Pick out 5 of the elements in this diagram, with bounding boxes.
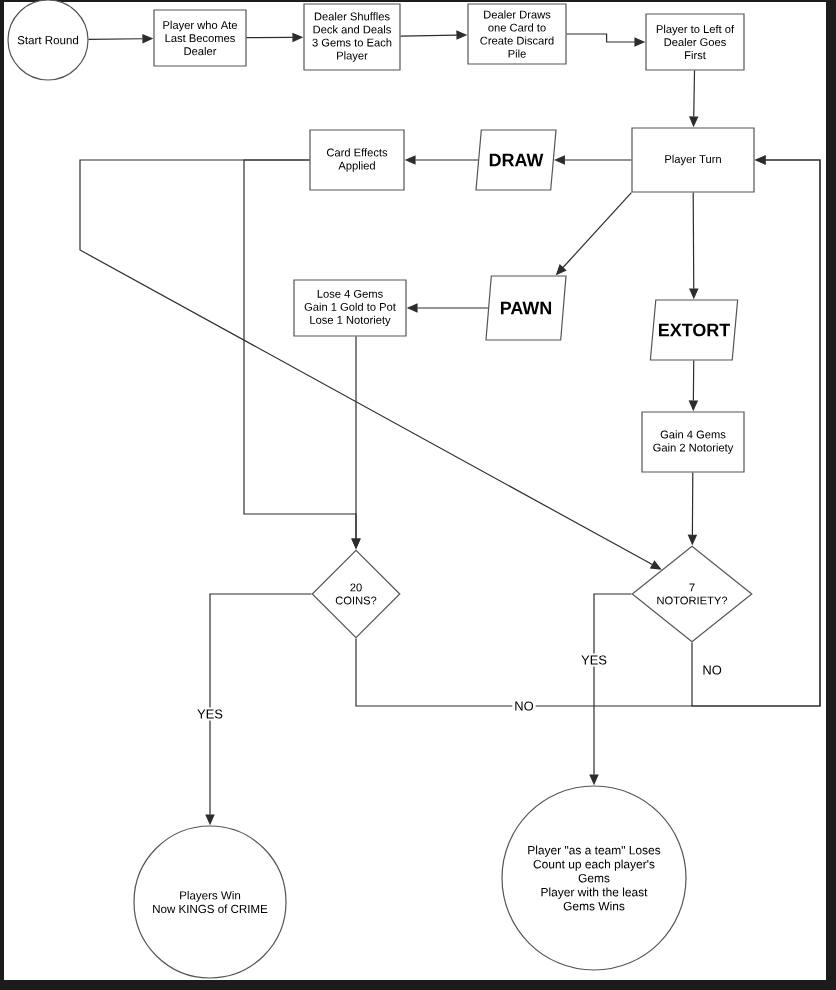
- arrow: [554, 155, 632, 165]
- action-parallelogram: DRAW: [475, 129, 557, 191]
- arrow: [691, 155, 821, 707]
- action-parallelogram: EXTORT: [649, 299, 739, 361]
- action-parallelogram: PAWN: [485, 275, 567, 341]
